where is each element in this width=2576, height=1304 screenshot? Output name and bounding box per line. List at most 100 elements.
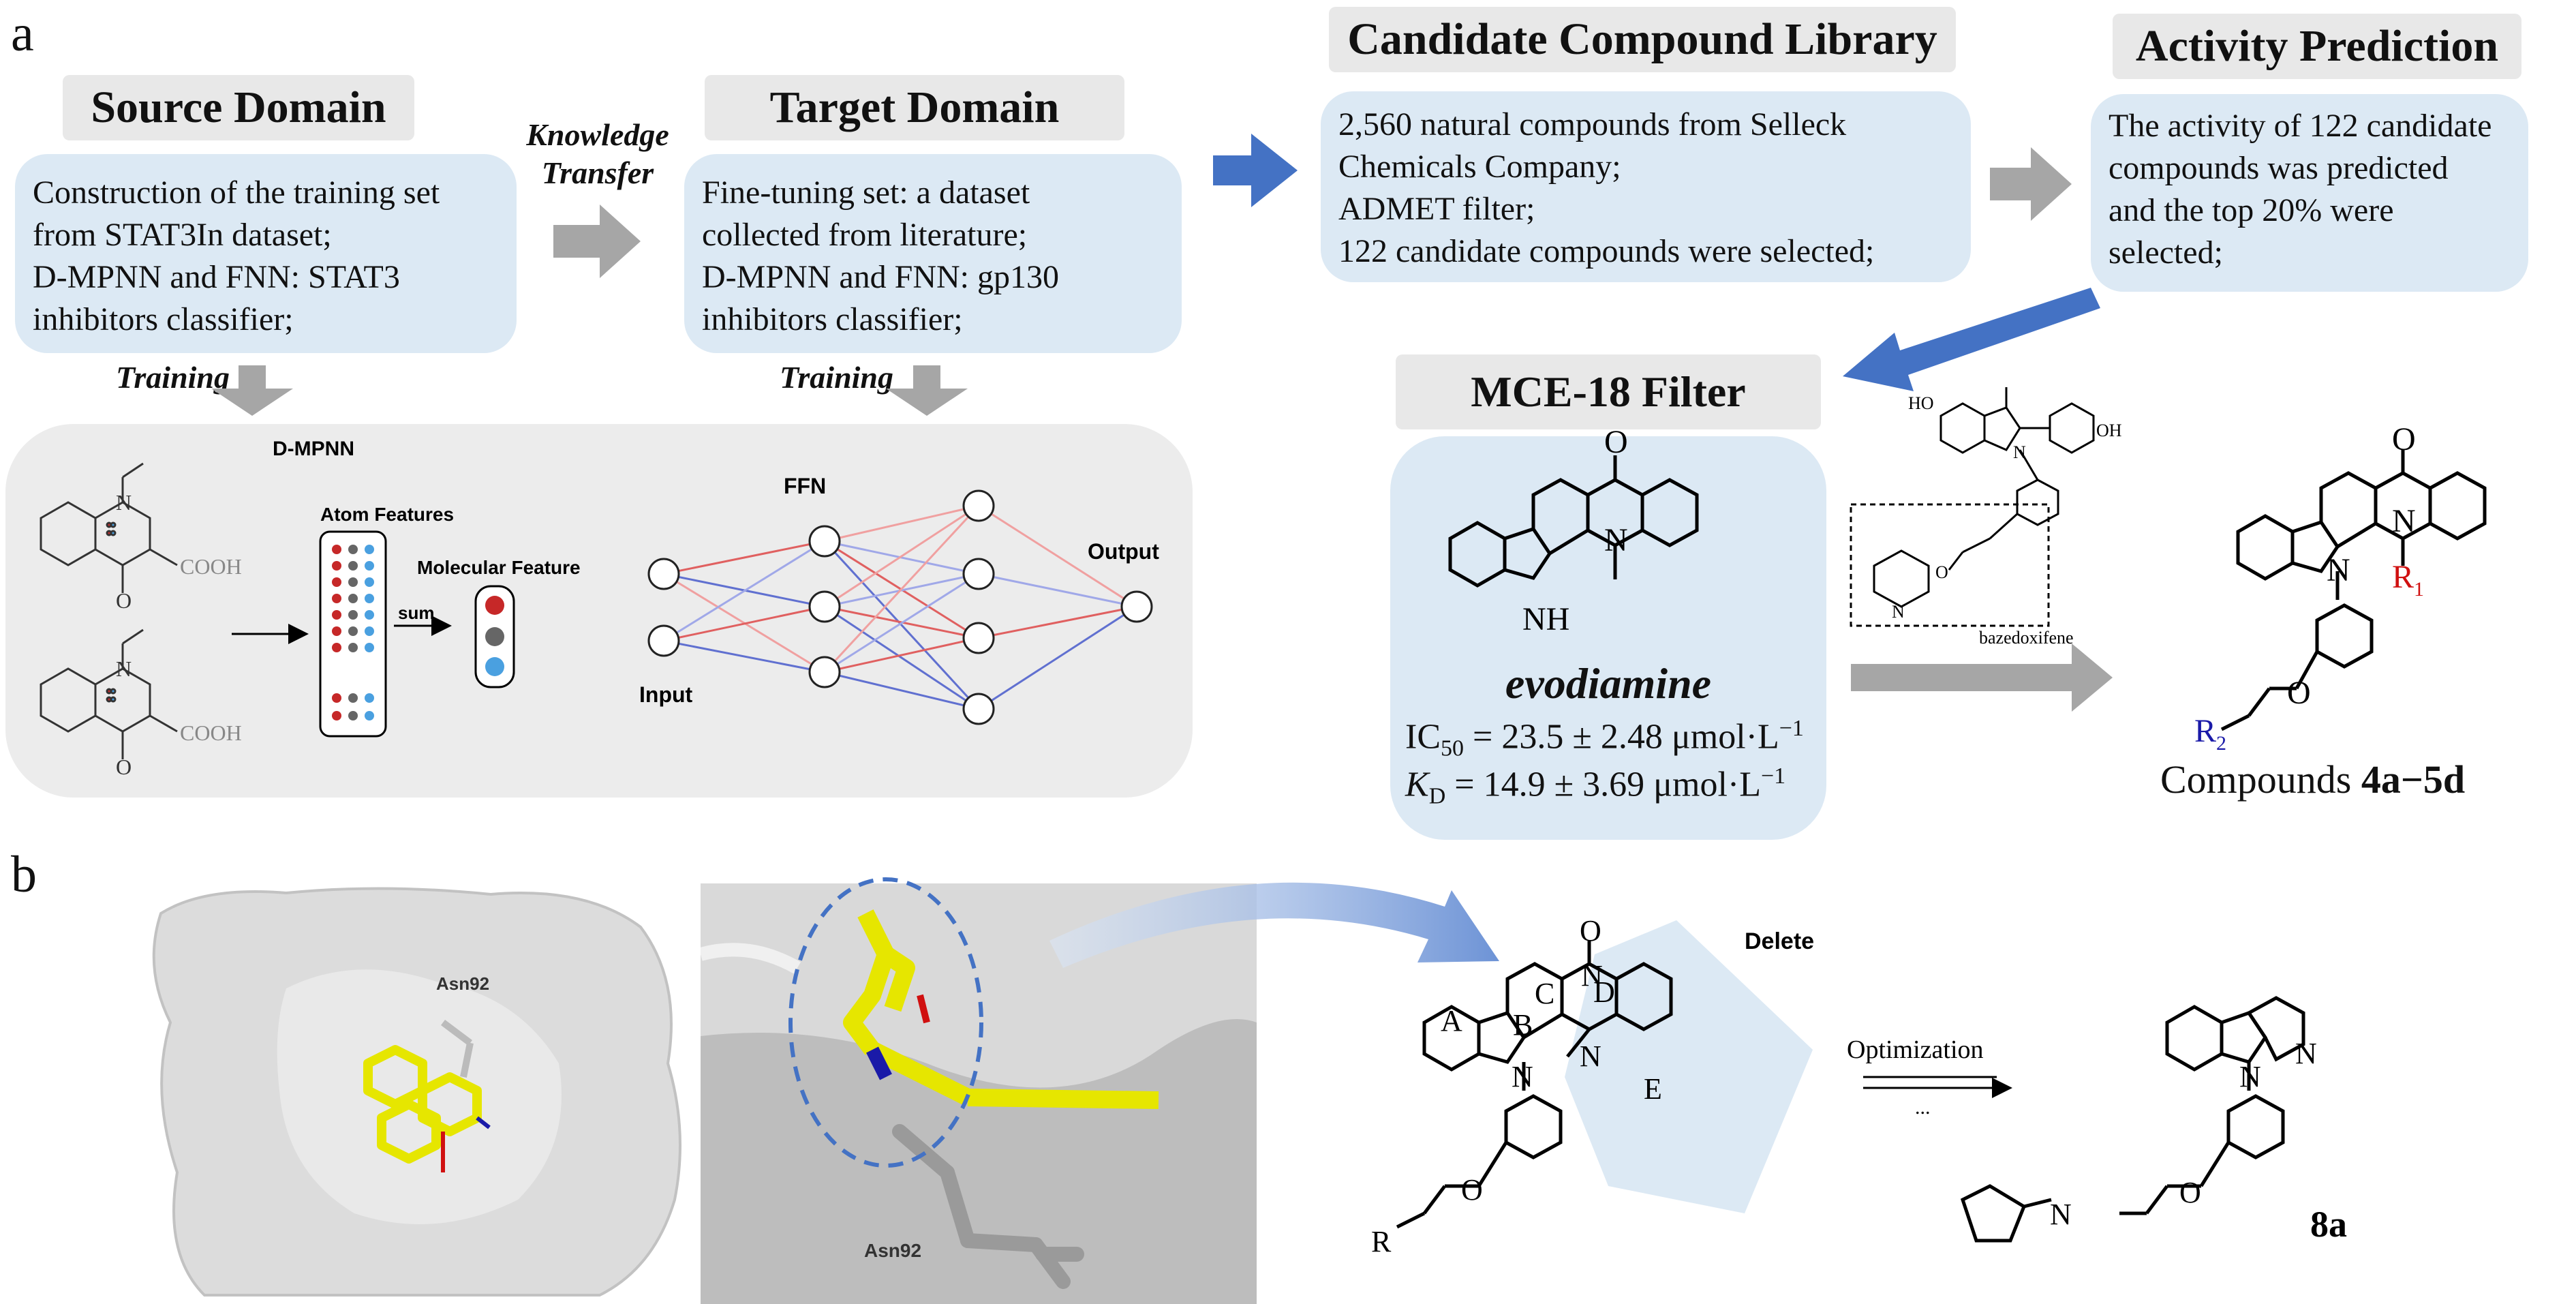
dmpnn-label: D-MPNN (273, 438, 354, 460)
r1-sub: 1 (2414, 578, 2424, 601)
kd-sub: D (1428, 783, 1446, 809)
baz-oh: OH (2096, 421, 2122, 440)
atom-features-label: Atom Features (320, 504, 454, 525)
activity-line: selected; (2109, 234, 2223, 271)
ffn-connection (978, 573, 1137, 608)
ffn-connection (978, 605, 1137, 710)
optimization-dots: ... (1915, 1096, 1931, 1119)
library-line: Chemicals Company; (1338, 149, 1621, 185)
highlight-circle (788, 877, 983, 1168)
library-line: 2,560 natural compounds from Selleck (1338, 106, 1847, 142)
candidate-library-box: 2,560 natural compounds from Selleck Che… (1321, 91, 1971, 282)
curved-transition-arrow (1049, 882, 1499, 968)
activity-prediction-title: Activity Prediction (2113, 14, 2521, 79)
knowledge-transfer-label: Knowledge Transfer (512, 116, 683, 192)
mol-feature-dot-blue (485, 657, 504, 676)
baz-o: O (1935, 562, 1948, 582)
molecular-feature-label: Molecular Feature (417, 557, 581, 578)
ffn-connection (824, 573, 979, 673)
evodiamine-atoms: O N NH (1522, 424, 1628, 637)
to-library-arrow (1213, 134, 1298, 207)
ligand-right (843, 909, 1159, 1109)
mol-feature-dot-red (485, 596, 504, 615)
mce18-title: MCE-18 Filter (1396, 354, 1821, 429)
evo-o: O (1604, 424, 1628, 460)
ffn-connection (824, 605, 979, 710)
quinolone-molecule-2 (40, 628, 178, 759)
ffn-connection (663, 540, 825, 575)
target-line: collected from literature; (702, 217, 1028, 253)
cmp-n1: N (2392, 503, 2416, 539)
evodiamine-skeleton-b (1396, 941, 1673, 1229)
ffn-connection (824, 671, 979, 710)
ffn-node (808, 656, 841, 688)
knowledge-transfer-arrow (553, 204, 641, 278)
bazedoxifene-structure (1850, 387, 2095, 627)
atom-feature-dot (348, 610, 358, 620)
library-line: ADMET filter; (1338, 191, 1535, 227)
kt-line-1: Knowledge (526, 117, 669, 152)
ffn-node (962, 622, 995, 654)
activity-line: compounds was predicted (2109, 150, 2449, 186)
atom-feature-dot (332, 643, 341, 652)
ffn-network (647, 489, 1153, 725)
source-line: inhibitors classifier; (33, 301, 294, 337)
asn92-bottom-label: Asn92 (864, 1240, 921, 1261)
ic50-unit-sup: −1 (1779, 716, 1804, 741)
activity-line: and the top 20% were (2109, 192, 2394, 228)
ffn-connection (663, 639, 825, 673)
ffn-connection (823, 504, 980, 673)
ic50-value: = 23.5 ± 2.48 μmol·L (1464, 717, 1779, 757)
ffn-connection (978, 504, 1137, 608)
ffn-node (808, 590, 841, 623)
b-atom-o: O (1580, 914, 1601, 947)
atom-feature-dot (365, 594, 374, 603)
ffn-node (962, 558, 995, 590)
blue-arrows (1213, 134, 2100, 391)
atom-feature-dot (365, 545, 374, 554)
target-domain-title: Target Domain (705, 75, 1124, 140)
ic50-text: IC50 = 23.5 ± 2.48 μmol·L−1 (1405, 716, 1841, 762)
library-to-activity-arrow (1990, 147, 2072, 221)
r2-label: R (2194, 713, 2216, 749)
atom-feature-dot (365, 693, 374, 703)
atom-feature-dot (348, 643, 358, 652)
compounds-prefix: Compounds (2160, 757, 2361, 802)
b-atom-o2: O (1461, 1173, 1483, 1207)
8a-o: O (2179, 1176, 2201, 1209)
atom-feature-dot (332, 626, 341, 636)
atom-feature-dot (348, 711, 358, 721)
to-mce18-arrow (1843, 288, 2100, 391)
cooh-1: COOH (180, 554, 242, 579)
quinolone-n-2: N (116, 656, 132, 681)
mce18-to-compounds-arrow (1851, 643, 2113, 712)
atom-feature-dot (348, 626, 358, 636)
compound-8a-label: 8a (2310, 1204, 2347, 1245)
ffn-connection (663, 540, 825, 642)
atom-feature-dot (365, 577, 374, 587)
ring-e: E (1644, 1072, 1662, 1106)
atom-feature-dot (365, 610, 374, 620)
ic50-prefix: IC (1405, 717, 1441, 757)
compound-4a-structure (2220, 450, 2487, 731)
target-line: inhibitors classifier; (702, 301, 963, 337)
atom-feature-dot (365, 711, 374, 721)
panel-b-letter: b (11, 846, 37, 903)
candidate-library-title: Candidate Compound Library (1329, 7, 1956, 72)
source-domain-title: Source Domain (63, 75, 414, 140)
evo-n: N (1604, 522, 1628, 558)
output-label: Output (1088, 539, 1159, 564)
ic50-sub: 50 (1441, 736, 1464, 761)
ffn-node (808, 525, 841, 558)
evodiamine-label: evodiamine (1505, 659, 1712, 708)
quinolone-o-1: O (116, 588, 132, 613)
cmp-o: O (2392, 421, 2416, 457)
atom-feature-dot (332, 561, 341, 571)
mce18-box (1390, 436, 1826, 840)
baz-n-ring: N (1892, 602, 1905, 622)
protein-closeup-shadow (701, 1019, 1257, 1304)
atom-feature-dot (332, 610, 341, 620)
kd-unit-sup: −1 (1760, 763, 1786, 789)
atom-feature-dot (332, 711, 341, 721)
gray-arrows (211, 147, 2113, 712)
